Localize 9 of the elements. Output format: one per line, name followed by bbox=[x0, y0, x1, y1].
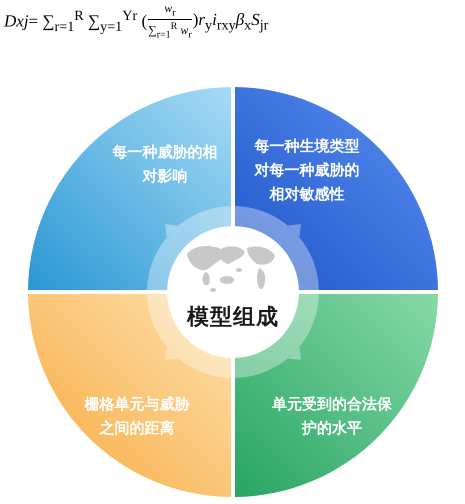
formula-text: )r$_{y}$i$_{rxy}$β$_{x}$S$_{jr}$ bbox=[192, 10, 268, 34]
center-label: 模型组成 bbox=[186, 304, 280, 332]
segment-label: 每一种生境类型对每一种威胁的相对敏感性 bbox=[253, 136, 360, 205]
segment-label: 单元受到的合法保护的水平 bbox=[271, 394, 393, 439]
fraction-denominator: ∑$_{r=1}$$^{R}$ w$_{r}$ bbox=[148, 20, 192, 42]
segment-label: 每一种威胁的相对影响 bbox=[112, 142, 218, 187]
formula-text: Dxj= ∑$_{r=1}$$^{R}$ ∑$_{y=1}$$^{Yr}$ ( bbox=[4, 8, 148, 36]
segment-label: 栅格单元与威胁之间的距离 bbox=[83, 394, 191, 439]
fraction-numerator: w$_{r}$ bbox=[164, 2, 176, 20]
